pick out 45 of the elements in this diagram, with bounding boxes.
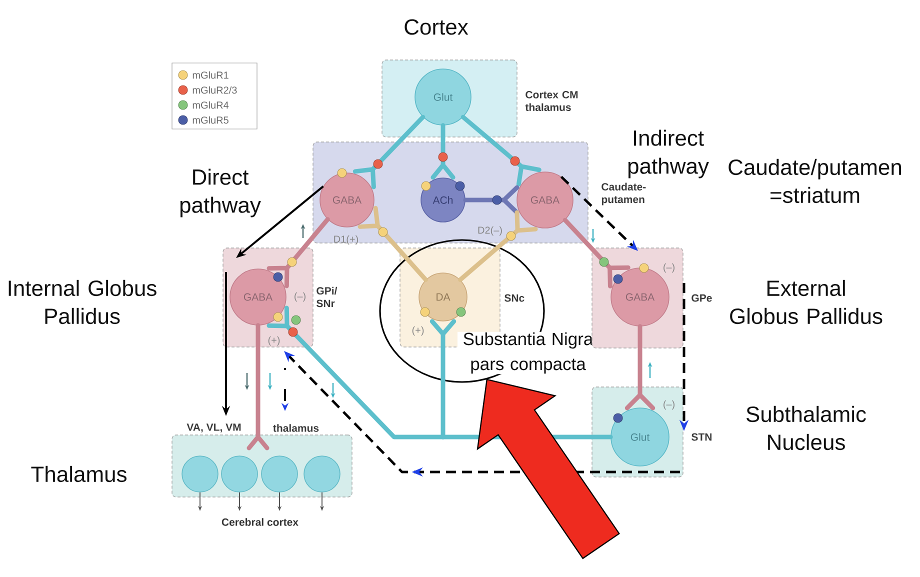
annotation-label: Caudate/putamen =striatum: [728, 158, 901, 204]
neuron-circle: [182, 456, 218, 492]
axon-line: [430, 123, 456, 180]
axon-line: [358, 206, 428, 282]
sign-label: (–): [294, 292, 306, 302]
neuron-circle: [304, 456, 340, 492]
annotation-label: Thalamus: [31, 466, 126, 482]
axon-line: [246, 323, 270, 450]
axon-line: [460, 114, 542, 186]
region-label: GPi/ SNr: [316, 286, 338, 308]
block-arrow: [476, 378, 620, 560]
axon-line: [352, 114, 426, 190]
region-label: STN: [692, 433, 712, 441]
annotation-label: Subthalamic Nucleus: [746, 406, 866, 450]
annotation-label: Internal Globus Pallidus: [8, 280, 156, 324]
receptor-label: D2(–): [478, 226, 502, 236]
legend-label: mGluR4: [192, 101, 229, 109]
region-label: thalamus: [273, 424, 319, 432]
region-label: VA, VL, VM: [186, 424, 241, 432]
region-label: Caudate- putamen: [602, 182, 646, 206]
annotation-label: Direct pathway: [180, 168, 261, 218]
annotation-label: Indirect pathway: [628, 130, 709, 178]
sign-label: (–): [664, 400, 674, 410]
neuron-circle: [261, 456, 298, 492]
receptor-label: D1(+): [334, 235, 358, 245]
annotation-label: Substantia Nigra pars compacta: [458, 332, 598, 374]
neuron-circle: [221, 456, 258, 492]
sign-label: (+): [412, 326, 424, 336]
axon-line: [430, 319, 456, 440]
legend-label: mGluR5: [192, 116, 228, 124]
annotation-label: Cortex: [404, 19, 468, 35]
region-label: SNc: [504, 294, 524, 302]
axon-line: [266, 306, 446, 440]
region-label: Cerebral cortex: [222, 518, 298, 526]
region-label: Cortex CM thalamus: [525, 90, 578, 112]
axon-line: [562, 218, 630, 288]
axon-line: [624, 324, 656, 410]
axon-line: [458, 210, 538, 282]
legend-label: mGluR1: [192, 71, 228, 79]
region-label: GPe: [692, 294, 712, 302]
axon-line: [266, 217, 330, 288]
legend-label: mGluR2/3: [192, 86, 237, 94]
sign-label: (+): [268, 336, 280, 346]
annotation-label: External Globus Pallidus: [730, 280, 882, 324]
axon-line: [463, 185, 520, 215]
